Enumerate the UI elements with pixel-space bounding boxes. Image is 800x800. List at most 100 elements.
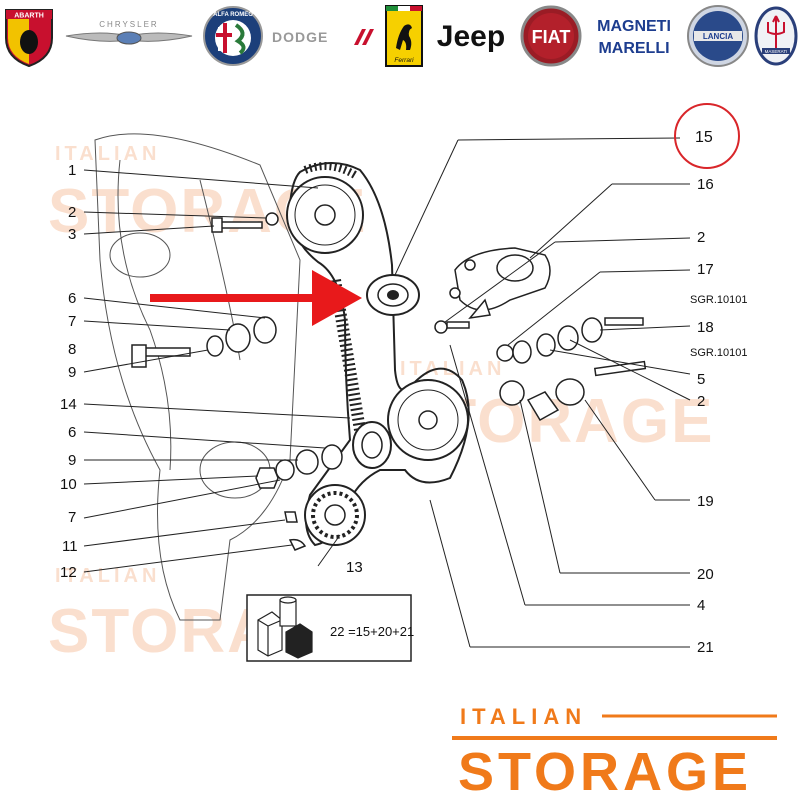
dodge-stripes-icon: DODGE — [272, 29, 374, 45]
kit-legend-box: 22 =15+20+21 — [246, 594, 414, 662]
callout-8: 8 — [68, 341, 76, 358]
callout-3: 3 — [68, 226, 76, 243]
magneti-marelli-icon: MAGNETI MARELLI — [597, 18, 671, 57]
auxiliary-pulley — [387, 379, 469, 461]
bolt-head-part-2b — [434, 320, 448, 334]
key-part-12 — [288, 538, 307, 551]
alfa-romeo-text: ALFA ROMEO — [213, 12, 253, 18]
red-arrow-indicator — [150, 270, 362, 326]
alfa-romeo-logo: ALFA ROMEO — [202, 4, 264, 68]
roller-part-19 — [555, 378, 585, 406]
callout-6b: 6 — [68, 424, 76, 441]
callout-21: 21 — [697, 639, 714, 656]
bolt-part-3 — [219, 221, 263, 229]
washer-part-5 — [536, 333, 556, 357]
chrysler-wings-icon: CHRYSLER — [65, 20, 193, 45]
callout-9a: 9 — [68, 364, 76, 381]
callout-sgr-2: SGR.10101 — [690, 347, 747, 359]
callout-12: 12 — [60, 564, 77, 581]
dodge-text: DODGE — [272, 29, 328, 45]
bolt-head-part-8 — [131, 344, 147, 368]
arrow-icon — [150, 270, 362, 326]
chrysler-logo: CHRYSLER — [62, 4, 196, 68]
maserati-trident-icon: MASERATI — [754, 6, 798, 66]
crankshaft-sprocket-part-13 — [304, 484, 366, 546]
brand-logo-bar: ABARTH CHRYSLER ALFA ROMEO DODGE — [0, 0, 800, 72]
watermark-italian-2: ITALIAN — [400, 358, 505, 380]
washer-part-2c — [557, 325, 579, 351]
callout-13: 13 — [346, 559, 363, 576]
washer-part-2 — [265, 212, 279, 226]
fasteners-and-washers — [131, 212, 647, 551]
ferrari-logo: Ferrari — [384, 4, 424, 68]
callout-leader-lines — [83, 137, 691, 648]
footer-logo-storage: STORAGE — [458, 742, 752, 795]
callout-2c: 2 — [697, 393, 705, 410]
callout-15: 15 — [695, 129, 713, 146]
callout-14: 14 — [60, 396, 77, 413]
callout-10: 10 — [60, 476, 77, 493]
bolt-head-part-3 — [211, 217, 223, 233]
callout-19: 19 — [697, 493, 714, 510]
tensioner-pulley-part-15 — [366, 274, 420, 316]
abarth-text: ABARTH — [14, 13, 44, 20]
eccentric-part-4 — [499, 380, 525, 406]
footer-logo-italian: ITALIAN — [460, 704, 587, 729]
marelli-text: MARELLI — [598, 40, 669, 57]
lancia-badge-icon: LANCIA — [687, 5, 749, 67]
lancia-text: LANCIA — [703, 32, 733, 41]
kit-box-icon — [257, 596, 313, 659]
washer-part-7b — [275, 459, 295, 481]
jeep-logo: Jeep — [428, 4, 514, 68]
callout-16: 16 — [697, 176, 714, 193]
italian-storage-logo: ITALIAN STORAGE — [452, 704, 777, 795]
washer-part-7a — [225, 323, 251, 353]
watermark-italian-3: ITALIAN — [55, 565, 160, 587]
washer-part-9a — [206, 335, 224, 357]
fiat-logo: FIAT — [520, 4, 582, 68]
idler-pulley-part-14 — [352, 421, 392, 469]
callout-numbers: 1 2 3 6 7 8 9 14 6 9 10 7 11 12 13 15 16… — [60, 129, 747, 656]
callout-5: 5 — [697, 371, 705, 388]
magneti-text: MAGNETI — [597, 18, 671, 35]
nut-part-17 — [496, 344, 514, 362]
callout-2a: 2 — [68, 204, 76, 221]
bolt-part-2b — [446, 321, 470, 329]
kit-formula: 22 =15+20+21 — [330, 624, 414, 639]
highlight-circle — [674, 103, 740, 169]
washer-part-6b — [321, 444, 343, 470]
lancia-logo: LANCIA — [686, 4, 750, 68]
ferrari-horse-icon: Ferrari — [385, 5, 423, 67]
stud-part-18 — [604, 317, 644, 326]
callout-9b: 9 — [68, 452, 76, 469]
maserati-logo: MASERATI — [754, 4, 798, 68]
callout-4: 4 — [697, 597, 705, 614]
callout-6a: 6 — [68, 290, 76, 307]
watermark-italian-1: ITALIAN — [55, 143, 160, 165]
callout-20: 20 — [697, 566, 714, 583]
washer-part-9b — [295, 449, 319, 475]
washer-part-17b — [512, 340, 532, 364]
ferrari-text: Ferrari — [394, 57, 414, 64]
washer-part-6a — [253, 316, 277, 344]
dodge-logo: DODGE — [270, 4, 376, 68]
callout-11: 11 — [62, 538, 78, 555]
abarth-logo: ABARTH — [2, 4, 56, 68]
magneti-marelli-logo: MAGNETI MARELLI — [588, 4, 680, 68]
camshaft-pulley — [286, 176, 364, 254]
callout-sgr-1: SGR.10101 — [690, 294, 747, 306]
callout-18: 18 — [697, 319, 714, 336]
callout-7b: 7 — [68, 509, 76, 526]
fiat-text: FIAT — [532, 27, 571, 47]
diagram-watermarks: ITALIAN STORAGE ITALIAN STORAGE ITALIAN … — [48, 143, 712, 666]
callout-17: 17 — [697, 261, 714, 278]
abarth-scorpion-icon: ABARTH — [5, 9, 53, 68]
callout-7a: 7 — [68, 313, 76, 330]
washer-part-18 — [581, 317, 603, 343]
chrysler-text: CHRYSLER — [99, 20, 158, 29]
pin-part-11 — [284, 511, 298, 523]
jeep-wordmark-icon: Jeep — [437, 20, 505, 53]
maserati-text: MASERATI — [765, 49, 788, 54]
jeep-text: Jeep — [437, 20, 505, 53]
